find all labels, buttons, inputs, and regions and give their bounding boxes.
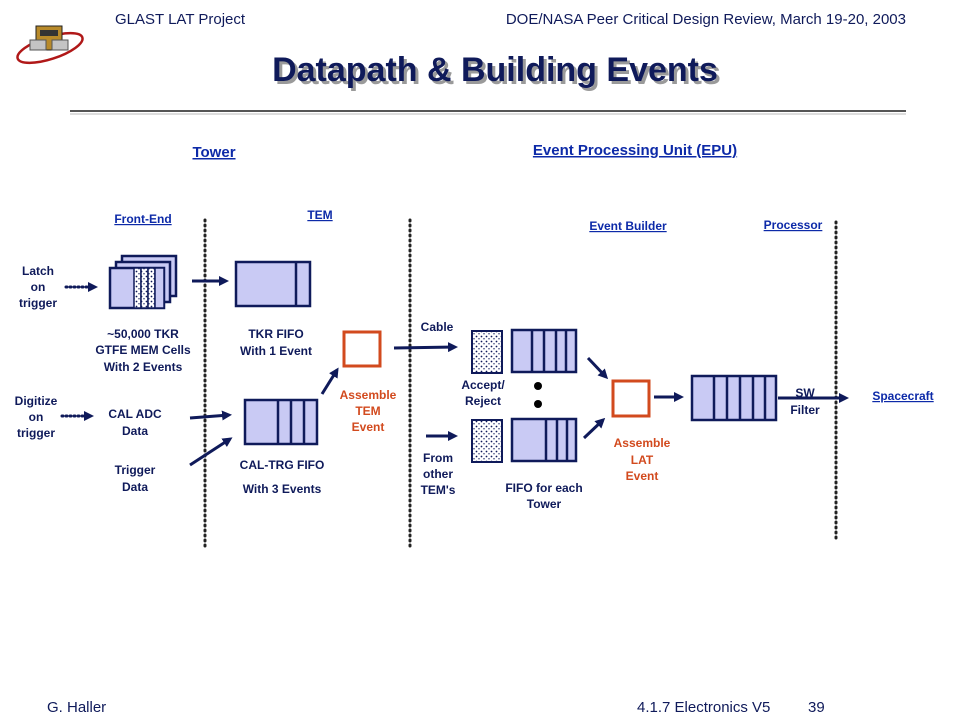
- arrow-top-fifo-to-lat: [586, 356, 609, 380]
- page-title-shadow: Datapath & Building Events: [275, 54, 721, 92]
- cable-label: Cable: [421, 320, 454, 334]
- accept-reject-bottom: [471, 419, 503, 463]
- tkr-fifo-label: TKR FIFO With 1 Event: [240, 327, 312, 358]
- svg-text:Tower: Tower: [527, 497, 562, 511]
- svg-text:Accept/: Accept/: [461, 378, 505, 392]
- trigger-data-label: Trigger Data: [115, 463, 156, 494]
- tower-fifo-bottom: [510, 417, 578, 463]
- from-other-tems-label: From other TEM's: [421, 451, 456, 497]
- footer-doc: 4.1.7 Electronics V5: [637, 699, 770, 716]
- svg-text:TEM: TEM: [355, 404, 380, 418]
- cal-trg-fifo: [243, 398, 319, 446]
- cal-trg-fifo-label: CAL-TRG FIFO With 3 Events: [240, 458, 325, 496]
- tkr-gtfe-cells: [108, 254, 178, 310]
- svg-text:Assemble: Assemble: [614, 436, 671, 450]
- sw-filter-label: SW Filter: [790, 386, 820, 417]
- subsection-processor: Processor: [764, 218, 823, 232]
- svg-text:on: on: [31, 280, 46, 294]
- svg-text:CAL-TRG FIFO: CAL-TRG FIFO: [240, 458, 325, 472]
- subsection-front-end: Front-End: [114, 212, 171, 226]
- latch-arrowhead: [88, 282, 98, 292]
- header-review: DOE/NASA Peer Critical Design Review, Ma…: [506, 11, 906, 28]
- svg-text:From: From: [423, 451, 453, 465]
- svg-text:Event: Event: [352, 420, 385, 434]
- assemble-tem-box: [342, 330, 382, 368]
- svg-text:~50,000 TKR: ~50,000 TKR: [107, 327, 179, 341]
- assemble-tem-label: Assemble TEM Event: [340, 388, 397, 434]
- ellipsis-dot-2: [534, 400, 542, 408]
- fifo-each-tower-label: FIFO for each Tower: [505, 481, 582, 511]
- tower-fifo-top: [510, 328, 578, 374]
- footer-page-number: 39: [808, 699, 825, 716]
- svg-text:LAT: LAT: [631, 453, 654, 467]
- section-tower: Tower: [192, 144, 235, 161]
- page-title: Datapath & Building Events: [272, 51, 718, 89]
- svg-text:other: other: [423, 467, 453, 481]
- svg-text:With 3 Events: With 3 Events: [243, 482, 322, 496]
- arrow-bottom-fifo-to-lat: [582, 417, 606, 440]
- assemble-lat-label: Assemble LAT Event: [614, 436, 671, 483]
- svg-text:Assemble: Assemble: [340, 388, 397, 402]
- svg-text:CAL ADC: CAL ADC: [108, 407, 162, 421]
- digitize-arrowhead: [84, 411, 94, 421]
- svg-text:Digitize: Digitize: [15, 394, 58, 408]
- svg-text:GTFE MEM Cells: GTFE MEM Cells: [95, 343, 191, 357]
- svg-text:TEM's: TEM's: [421, 483, 456, 497]
- svg-text:trigger: trigger: [17, 426, 55, 440]
- svg-text:Reject: Reject: [465, 394, 501, 408]
- digitize-on-trigger-label: Digitize on trigger: [15, 394, 58, 440]
- header-project: GLAST LAT Project: [115, 11, 246, 28]
- svg-text:Data: Data: [122, 424, 148, 438]
- svg-text:on: on: [29, 410, 44, 424]
- arrow-to-assemble-tem: [320, 367, 339, 395]
- assemble-lat-box: [611, 379, 651, 418]
- svg-text:Event: Event: [626, 469, 659, 483]
- footer-author: G. Haller: [47, 699, 106, 716]
- svg-text:Latch: Latch: [22, 264, 54, 278]
- subsection-event-builder: Event Builder: [589, 219, 667, 233]
- spacecraft-label: Spacecraft: [872, 389, 933, 403]
- svg-text:trigger: trigger: [19, 296, 57, 310]
- svg-text:Filter: Filter: [790, 403, 820, 417]
- arrow-trigger-to-fifo: [189, 437, 233, 467]
- cal-adc-label: CAL ADC Data: [108, 407, 162, 438]
- subsection-tem: TEM: [307, 208, 332, 222]
- svg-text:Trigger: Trigger: [115, 463, 156, 477]
- svg-text:With 2 Events: With 2 Events: [104, 360, 183, 374]
- tkr-fifo: [234, 260, 312, 308]
- svg-text:FIFO for each: FIFO for each: [505, 481, 582, 495]
- accept-reject-top: [471, 330, 503, 374]
- svg-text:Data: Data: [122, 480, 148, 494]
- processor-fifo: [690, 374, 778, 422]
- accept-reject-label: Accept/ Reject: [461, 378, 505, 408]
- svg-text:TKR FIFO: TKR FIFO: [248, 327, 303, 341]
- svg-text:With 1 Event: With 1 Event: [240, 344, 312, 358]
- latch-on-trigger-label: Latch on trigger: [19, 264, 57, 310]
- section-epu: Event Processing Unit (EPU): [533, 142, 737, 159]
- arrow-cable: [393, 342, 458, 353]
- tkr-cells-label: ~50,000 TKR GTFE MEM Cells With 2 Events: [95, 327, 191, 374]
- arrow-cal-adc-to-fifo: [189, 410, 232, 421]
- ellipsis-dot-1: [534, 382, 542, 390]
- svg-text:SW: SW: [795, 386, 815, 400]
- glast-logo: [16, 25, 84, 65]
